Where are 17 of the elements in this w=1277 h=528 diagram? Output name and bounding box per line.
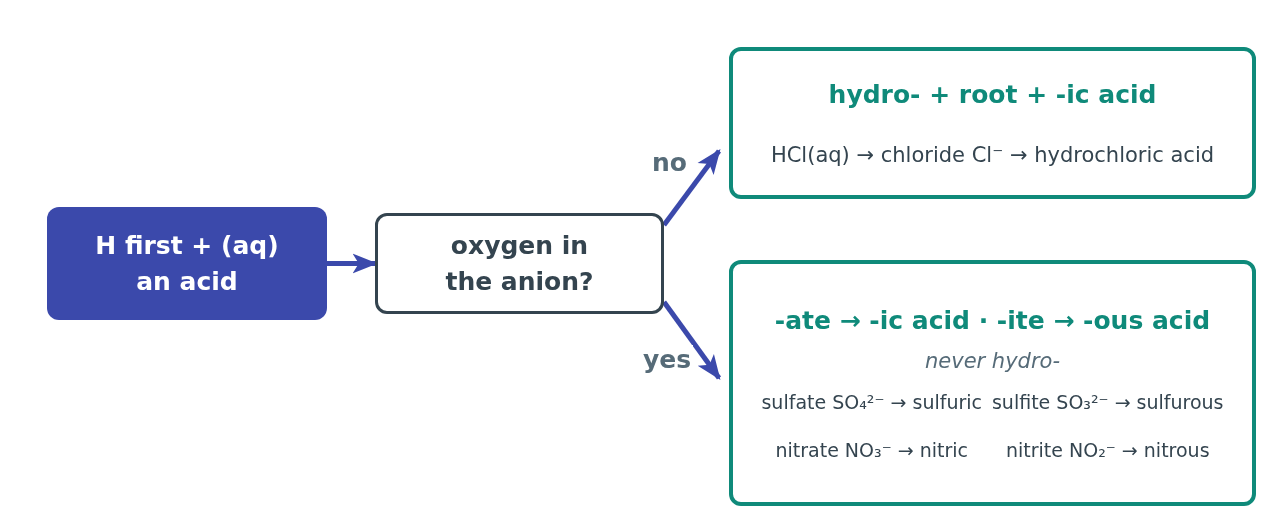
start-label: H first + (aq) an acid <box>94 229 280 298</box>
example-text: sulfate SO₄²⁻ → sulfuric <box>761 390 982 413</box>
rule-heading: hydro- + root + -ic acid <box>828 79 1157 109</box>
example-text: nitrate NO₃⁻ → nitric <box>774 438 969 461</box>
rule-heading: -ate → -ic acid · -ite → -ous acid <box>774 305 1211 335</box>
example-text: nitrite NO₂⁻ → nitrous <box>1004 438 1211 461</box>
rule-note: never hydro- <box>925 348 1060 373</box>
example-text: HCl(aq) → chloride Cl⁻ → hydrochloric acid <box>770 142 1215 167</box>
edge-label: yes <box>641 345 694 374</box>
question-text: oxygen in the anion? <box>444 229 595 298</box>
result-box <box>729 260 1256 506</box>
arrow <box>662 149 721 227</box>
decision-box <box>375 213 664 314</box>
arrow <box>661 300 722 381</box>
start-box <box>47 207 327 320</box>
example-text: sulfite SO₃²⁻ → sulfurous <box>991 390 1224 413</box>
result-box <box>729 47 1256 199</box>
